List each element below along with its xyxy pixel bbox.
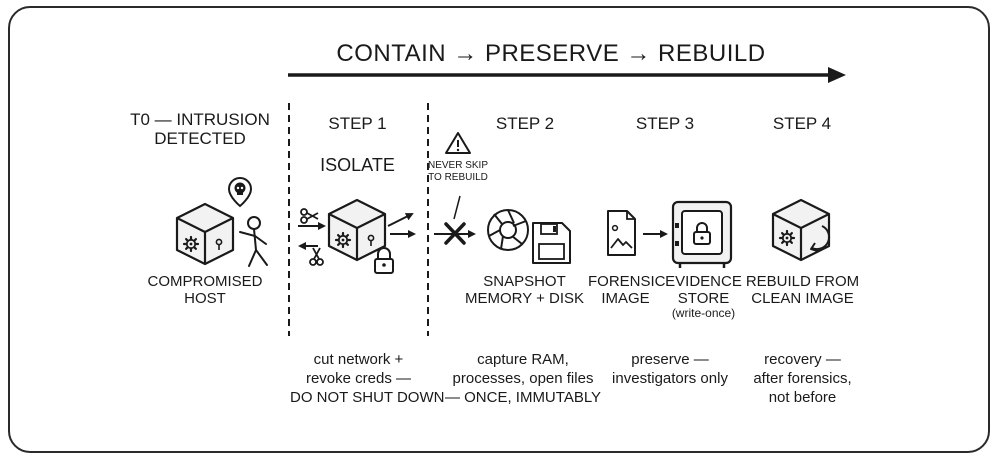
image-file-icon: [607, 210, 636, 256]
step4-desc-line3: not before: [768, 389, 837, 406]
t0-label: T0 — INTRUSION DETECTED: [115, 110, 285, 148]
rebuild-cycle-icon: [810, 225, 831, 252]
host-label-line1: COMPROMISED: [147, 273, 263, 290]
step3-desc-line2: investigators only: [612, 370, 728, 387]
forensic-image-line2: IMAGE: [601, 290, 650, 307]
host-label-line2: HOST: [184, 290, 226, 307]
step1-action: ISOLATE: [320, 155, 395, 175]
step4-title: STEP 4: [772, 114, 832, 133]
step3-desc-line1: preserve —: [631, 351, 709, 368]
warning-line1: NEVER SKIP: [427, 160, 489, 171]
evidence-store-line2: STORE: [677, 290, 730, 307]
step4-desc-line2: after forensics,: [753, 370, 852, 387]
warning-note: NEVER SKIP TO REBUILD: [423, 160, 493, 184]
padlock-icon: [374, 247, 394, 274]
floppy-disk-icon: [532, 222, 571, 264]
step2-title: STEP 2: [495, 114, 555, 133]
snapshot-label-line2: MEMORY + DISK: [464, 290, 585, 307]
attacker-figure-icon: [239, 216, 268, 267]
step1-desc-line1: cut network +: [313, 351, 404, 368]
cut-connections: [298, 213, 416, 250]
evidence-store-line1: EVIDENCE: [665, 273, 742, 290]
compromised-host-icon: [177, 204, 233, 264]
t0-label-line1: T0 — INTRUSION: [130, 110, 270, 129]
step2-desc-line2: processes, open files: [452, 370, 594, 387]
rebuild-label-line1: REBUILD FROM: [745, 273, 860, 290]
step1-description: cut network + revoke creds — DO NOT SHUT…: [290, 350, 445, 407]
warning-icon: [445, 132, 471, 154]
compromised-host-label: COMPROMISED HOST: [135, 273, 275, 307]
step1-title: STEP 1: [328, 114, 387, 133]
flow-arrow: [288, 67, 846, 83]
warning-pointer: [453, 195, 461, 220]
snapshot-label-line1: SNAPSHOT: [483, 273, 566, 290]
forensic-image-label: FORENSIC IMAGE: [588, 273, 666, 307]
isolated-host-icon: [329, 200, 385, 260]
camera-shutter-icon: [487, 209, 529, 251]
step4-desc-line1: recovery —: [764, 351, 841, 368]
warning-line2: TO REBUILD: [428, 172, 488, 183]
step1-desc-line3: DO NOT SHUT DOWN: [290, 389, 445, 406]
safe-icon: [671, 200, 733, 268]
step3-description: preserve — investigators only: [595, 350, 745, 388]
x-mark-icon: [444, 222, 466, 245]
step2-description: capture RAM, processes, open files — ONC…: [438, 350, 608, 407]
rebuild-label: REBUILD FROM CLEAN IMAGE: [740, 273, 865, 307]
step4-description: recovery — after forensics, not before: [745, 350, 860, 407]
scissors-icon: [300, 208, 319, 224]
step2-desc-line1: capture RAM,: [477, 351, 569, 368]
flow-title: CONTAIN → PRESERVE → REBUILD: [336, 40, 766, 67]
step3-title: STEP 3: [635, 114, 695, 133]
snapshot-label: SNAPSHOT MEMORY + DISK: [462, 273, 587, 307]
step2-desc-line3: — ONCE, IMMUTABLY: [444, 389, 602, 406]
rebuild-label-line2: CLEAN IMAGE: [751, 290, 854, 307]
t0-label-line2: DETECTED: [154, 129, 246, 148]
skull-pin-icon: [227, 177, 253, 208]
rebuilt-host-icon: [771, 198, 831, 262]
evidence-store-label: EVIDENCE STORE: [661, 273, 746, 307]
forensic-image-line1: FORENSIC: [588, 273, 666, 290]
step1-desc-line2: revoke creds —: [305, 370, 412, 387]
scissors-icon-2: [309, 247, 324, 266]
write-once-note: (write-once): [671, 306, 736, 320]
